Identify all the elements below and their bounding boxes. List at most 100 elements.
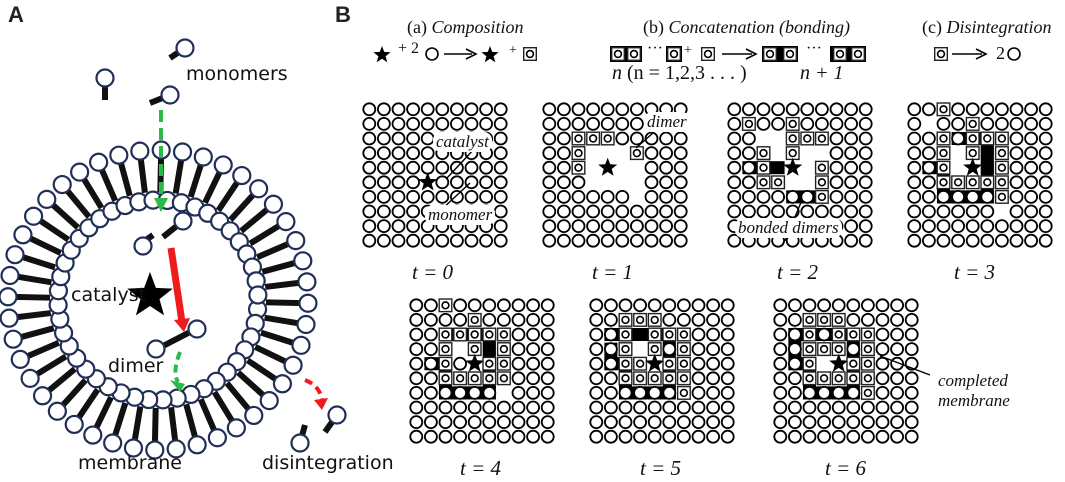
substrate-circle (890, 385, 904, 400)
substrate-circle (409, 327, 424, 342)
substrate-circle (965, 189, 980, 204)
substrate-circle (435, 102, 450, 117)
substrate-circle (362, 102, 377, 117)
substrate-circle (815, 102, 829, 117)
link-circle (621, 344, 630, 354)
substrate-circle (742, 204, 756, 219)
substrate-circle (773, 400, 788, 415)
green-arrow-head (154, 198, 168, 212)
substrate-circle (604, 429, 618, 444)
substrate-circle (875, 371, 890, 386)
substrate-circle (633, 385, 647, 400)
substrate-circle (844, 102, 858, 117)
substrate-circle (540, 385, 555, 400)
substrate-circle (1009, 146, 1024, 161)
monomer-head (290, 433, 310, 453)
link-circle (997, 148, 1007, 158)
substrate-circle (904, 371, 919, 386)
substrate-circle (604, 342, 618, 357)
substrate-circle (586, 102, 600, 117)
substrate-circle (659, 233, 673, 248)
monomer-head (160, 85, 180, 105)
substrate-circle (691, 371, 706, 386)
substrate-circle (965, 219, 980, 234)
substrate-circle (742, 160, 756, 175)
substrate-circle (615, 233, 630, 248)
substrate-circle (904, 400, 919, 415)
substrate-circle (720, 327, 735, 342)
link-circle (817, 192, 827, 202)
membrane-inner-head (248, 285, 268, 305)
membrane-outer-lipid (123, 406, 144, 458)
substrate-circle (618, 415, 633, 430)
substrate-circle (589, 342, 604, 357)
substrate-circle (647, 385, 662, 400)
catalyst-star-icon (783, 157, 803, 176)
substrate-circle (435, 160, 450, 175)
substrate-circle (846, 415, 861, 430)
substrate-circle (861, 312, 875, 327)
substrate-circle (511, 312, 526, 327)
substrate-circle (890, 415, 904, 430)
rule-b-title: (b) Concatenation (bonding) (643, 17, 850, 38)
substrate-circle (406, 189, 421, 204)
rule-c-equation (934, 47, 1021, 62)
substrate-circle (493, 189, 508, 204)
substrate-circle (526, 298, 540, 313)
substrate-circle (644, 233, 659, 248)
link-circle (441, 344, 450, 354)
monomer (148, 85, 180, 106)
substrate-circle (756, 189, 771, 204)
substrate-circle (406, 131, 421, 146)
substrate-circle (691, 356, 706, 371)
substrate-circle (965, 204, 980, 219)
substrate-circle (785, 102, 800, 117)
substrate-circle (571, 204, 586, 219)
substrate-circle (858, 160, 873, 175)
link-circle (455, 374, 465, 383)
substrate-circle (907, 102, 922, 117)
substrate-circle (496, 312, 511, 327)
lipid-head (232, 165, 252, 186)
substrate-circle (951, 233, 965, 248)
green-curved-arrow-head (170, 380, 185, 392)
membrane-outer-lipid (245, 357, 293, 394)
link-circle (805, 374, 814, 383)
substrate-circle (936, 117, 951, 131)
substrate-circle (662, 342, 677, 357)
substrate-circle (922, 146, 936, 161)
substrate-circle (691, 327, 706, 342)
substrate-circle (615, 189, 630, 204)
substrate-circle (618, 429, 633, 444)
substrate-circle (846, 298, 861, 313)
substrate-circle (496, 429, 511, 444)
substrate-circle (846, 429, 861, 444)
substrate-circle (673, 175, 688, 190)
monomer-head (173, 211, 193, 231)
substrate-circle (376, 175, 391, 190)
substrate-circle (846, 342, 861, 357)
substrate-circle (773, 327, 788, 342)
substrate-circle (618, 400, 633, 415)
link-circle (939, 148, 948, 158)
substrate-circle (644, 219, 659, 234)
substrate-circle (644, 189, 659, 204)
link-circle (485, 330, 494, 339)
substrate-circle (831, 400, 846, 415)
substrate-circle (557, 233, 571, 248)
substrate-circle (662, 415, 677, 430)
substrate-circle (844, 219, 858, 234)
membrane-outer-lipid (215, 165, 252, 213)
substrate-circle (875, 415, 890, 430)
disintegrated-monomer (290, 424, 310, 453)
link-circle (863, 388, 873, 398)
substrate-circle (644, 131, 659, 146)
substrate-circle (844, 131, 858, 146)
substrate-circle (1024, 102, 1038, 117)
substrate-circle (875, 342, 890, 357)
link-circle (470, 344, 479, 354)
substrate-circle (1038, 204, 1053, 219)
substrate-circle (604, 371, 618, 386)
substrate-circle (571, 117, 586, 131)
substrate-circle (829, 160, 844, 175)
